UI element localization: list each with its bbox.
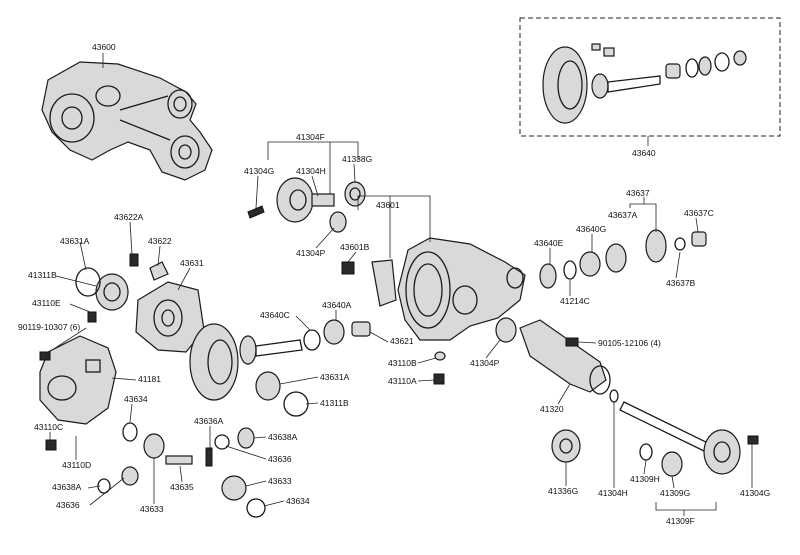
- label-41309F: 41309F: [666, 516, 695, 526]
- label-43634-left: 43634: [124, 394, 148, 404]
- label-41304P-top: 41304P: [296, 248, 326, 258]
- label-43637C: 43637C: [684, 208, 714, 218]
- differential-case-43631: [75, 253, 205, 353]
- label-41338G: 41338G: [342, 154, 372, 164]
- label-43636A: 43636A: [194, 416, 224, 426]
- bracket-41309F: [655, 502, 717, 511]
- label-41304F: 41304F: [296, 132, 325, 142]
- label-43633-right: 43633: [268, 476, 292, 486]
- gear-set-box-43640: [519, 17, 781, 137]
- label-43601: 43601: [376, 200, 400, 210]
- label-43637A: 43637A: [608, 210, 638, 220]
- label-41311B-top: 41311B: [28, 270, 57, 280]
- label-43631: 43631: [180, 258, 204, 268]
- label-41309G: 41309G: [660, 488, 690, 498]
- label-43110E: 43110E: [32, 298, 61, 308]
- label-43636-right: 43636: [268, 454, 292, 464]
- axle-flange-41304F: [247, 177, 366, 233]
- label-43621: 43621: [390, 336, 414, 346]
- carrier-housing-assembly-43600: [41, 61, 213, 181]
- label-43601B: 43601B: [340, 242, 370, 252]
- label-43640: 43640: [632, 148, 656, 158]
- label-43636-left: 43636: [56, 500, 80, 510]
- label-43633-left: 43633: [140, 504, 164, 514]
- bracket-43601: [357, 195, 431, 242]
- spider-gears-43633: [45, 422, 266, 518]
- label-43631A-top: 43631A: [60, 236, 90, 246]
- label-41304P-mid: 41304P: [470, 358, 500, 368]
- ring-gear-pinion-43621: [189, 319, 446, 417]
- label-41304H-top: 41304H: [296, 166, 326, 176]
- differential-cover-41181: [39, 311, 117, 425]
- axle-shaft-41309F: [551, 389, 759, 477]
- label-41214C: 41214C: [560, 296, 590, 306]
- label-41304G-top: 41304G: [244, 166, 274, 176]
- label-41304G-bot: 41304G: [740, 488, 770, 498]
- label-43638A-left: 43638A: [52, 482, 82, 492]
- label-43640A: 43640A: [322, 300, 352, 310]
- label-43640E: 43640E: [534, 238, 564, 248]
- label-41320: 41320: [540, 404, 564, 414]
- label-43640C: 43640C: [260, 310, 290, 320]
- label-43110A: 43110A: [388, 376, 417, 386]
- leader-lines: [45, 163, 753, 507]
- label-43631A-bot: 43631A: [320, 372, 350, 382]
- differential-carrier-43601: [341, 237, 526, 341]
- bracket-43637: [629, 203, 657, 232]
- label-43638A-right: 43638A: [268, 432, 298, 442]
- label-41336G: 41336G: [548, 486, 578, 496]
- label-43635: 43635: [170, 482, 194, 492]
- axle-housing-41320: [495, 317, 611, 395]
- label-43637B: 43637B: [666, 278, 696, 288]
- label-41181: 41181: [138, 374, 161, 384]
- pinion-bearings-43637: [539, 229, 707, 289]
- label-90105: 90105-12106 (4): [598, 338, 661, 348]
- label-41309H: 41309H: [630, 474, 660, 484]
- label-41311B-bot: 41311B: [320, 398, 349, 408]
- label-41304H-bot: 41304H: [598, 488, 628, 498]
- label-43640G: 43640G: [576, 224, 606, 234]
- label-43622A: 43622A: [114, 212, 144, 222]
- label-43110C: 43110C: [34, 422, 63, 432]
- ring-and-pinion-gear-43640: [542, 43, 747, 124]
- label-43622: 43622: [148, 236, 172, 246]
- label-43110B: 43110B: [388, 358, 417, 368]
- bracket-41304F: [267, 141, 359, 160]
- label-43637: 43637: [626, 188, 650, 198]
- label-43600: 43600: [92, 42, 116, 52]
- label-43110D: 43110D: [62, 460, 91, 470]
- label-90119: 90119-10307 (6): [18, 322, 80, 332]
- label-43634-right: 43634: [286, 496, 310, 506]
